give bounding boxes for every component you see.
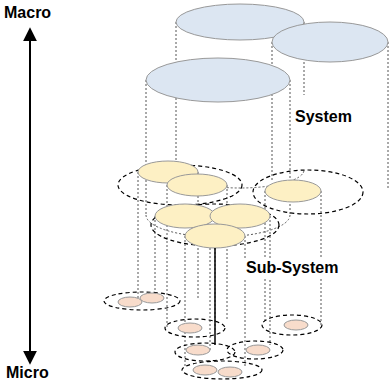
- scale-label: Macro: [4, 4, 51, 22]
- micro-elements: [118, 293, 308, 377]
- subsystem-tops: [138, 161, 321, 248]
- level-label: System: [292, 107, 355, 127]
- micro-groups: [104, 292, 322, 379]
- system-cylinder-walls: [146, 22, 388, 237]
- scale-arrow: [29, 30, 31, 362]
- level-label: Sub-System: [243, 258, 341, 278]
- link-line: [214, 248, 216, 345]
- scale-label: Micro: [6, 364, 49, 382]
- system-tops: [146, 4, 388, 102]
